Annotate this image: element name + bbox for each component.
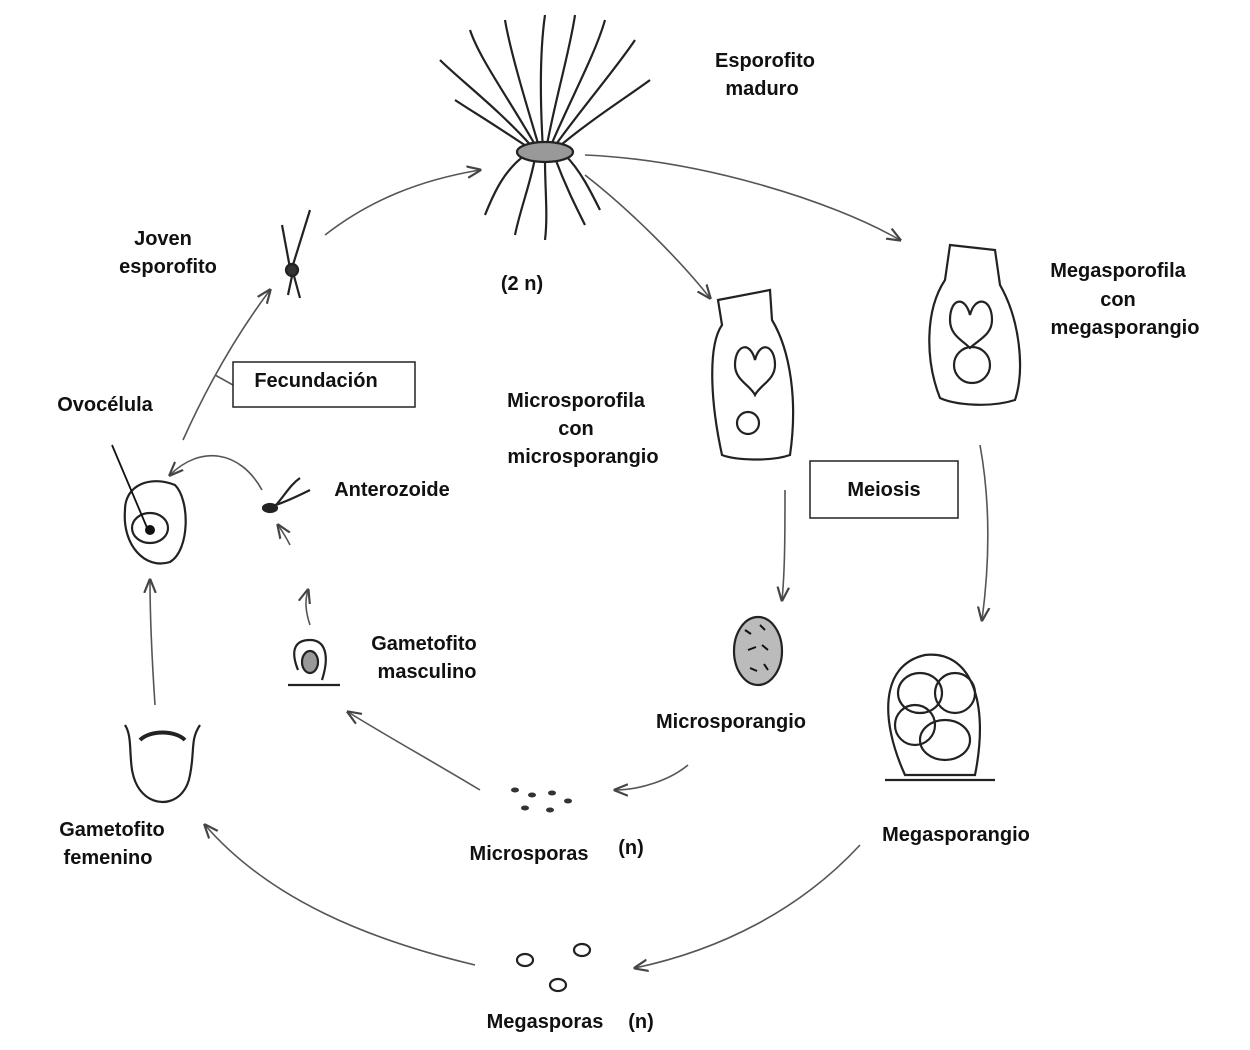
label-joven-esporofito-2: esporofito [119, 256, 217, 278]
label-ovocelula: Ovocélula [57, 394, 153, 416]
megaspores-drawing [515, 942, 592, 993]
megasporangium-drawing [885, 653, 995, 782]
label-microsporas: Microsporas [470, 843, 589, 865]
microsporophyll-drawing [711, 288, 795, 461]
label-fecundacion: Fecundación [254, 370, 377, 392]
antherozoid-drawing [261, 477, 311, 514]
label-microsporangio: Microsporangio [656, 711, 806, 733]
label-gametofito-femenino-2: femenino [64, 847, 153, 869]
label-meiosis: Meiosis [847, 479, 920, 501]
label-megasporas-n: (n) [628, 1011, 654, 1033]
label-megasporofila-1: Megasporofila [1050, 260, 1186, 282]
label-megasporas: Megasporas [487, 1011, 604, 1033]
label-megasporangio: Megasporangio [882, 824, 1030, 846]
label-megasporofila-3: megasporangio [1051, 317, 1200, 339]
label-anterozoide: Anterozoide [334, 479, 450, 501]
megasporophyll-drawing [928, 243, 1022, 406]
label-esporofito-maduro-2: maduro [725, 78, 798, 100]
young-sporophyte-drawing [280, 209, 312, 299]
label-microsporofila-3: microsporangio [507, 446, 658, 468]
microsporangium-drawing [732, 615, 784, 687]
mature-sporophyte-drawing [439, 14, 651, 241]
label-gametofito-femenino-1: Gametofito [59, 819, 165, 841]
meiosis-box [809, 460, 959, 519]
fecundacion-box [232, 361, 416, 408]
microspores-drawing [511, 787, 572, 813]
cycle-arrows [150, 154, 988, 968]
label-gametofito-masculino-1: Gametofito [371, 633, 477, 655]
male-gametophyte-drawing [288, 638, 340, 687]
label-microsporas-n: (n) [618, 837, 644, 859]
label-joven-esporofito-1: Joven [134, 228, 192, 250]
female-gametophyte-drawing [124, 724, 201, 804]
label-megasporofila-2: con [1100, 289, 1136, 311]
label-esporofito-maduro-1: Esporofito [715, 50, 815, 72]
label-gametofito-masculino-2: masculino [378, 661, 477, 683]
egg-cell-drawing [111, 444, 187, 565]
label-microsporofila-2: con [558, 418, 594, 440]
label-microsporofila-1: Microsporofila [507, 390, 646, 412]
label-2n: (2 n) [501, 273, 543, 295]
